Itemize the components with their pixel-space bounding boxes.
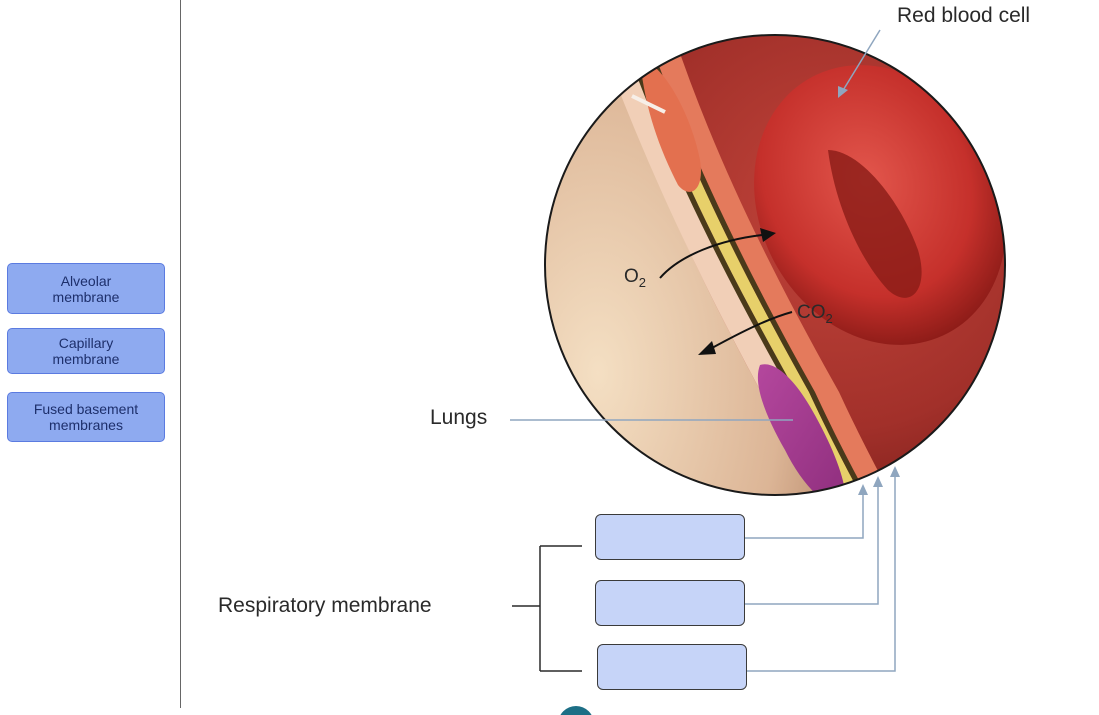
respiratory-membrane-label: Respiratory membrane xyxy=(218,594,432,617)
word-bank-capillary-membrane[interactable]: Capillary membrane xyxy=(7,328,165,374)
word-bank-label: Fused basement membranes xyxy=(33,401,139,433)
drop-target-2[interactable] xyxy=(595,580,745,626)
lungs-label: Lungs xyxy=(430,406,488,429)
o2-label: O2 xyxy=(624,266,647,290)
panel-divider xyxy=(180,0,181,708)
word-bank-label: Capillary membrane xyxy=(52,335,120,367)
word-bank-alveolar-membrane[interactable]: Alveolar membrane xyxy=(7,263,165,314)
word-bank-fused-basement-membranes[interactable]: Fused basement membranes xyxy=(7,392,165,442)
red-blood-cell-label: Red blood cell xyxy=(897,4,1031,27)
co2-label: CO2 xyxy=(797,302,833,326)
word-bank-label: Alveolar membrane xyxy=(52,272,120,305)
drop-target-1[interactable] xyxy=(595,514,745,560)
drop-target-3[interactable] xyxy=(597,644,747,690)
